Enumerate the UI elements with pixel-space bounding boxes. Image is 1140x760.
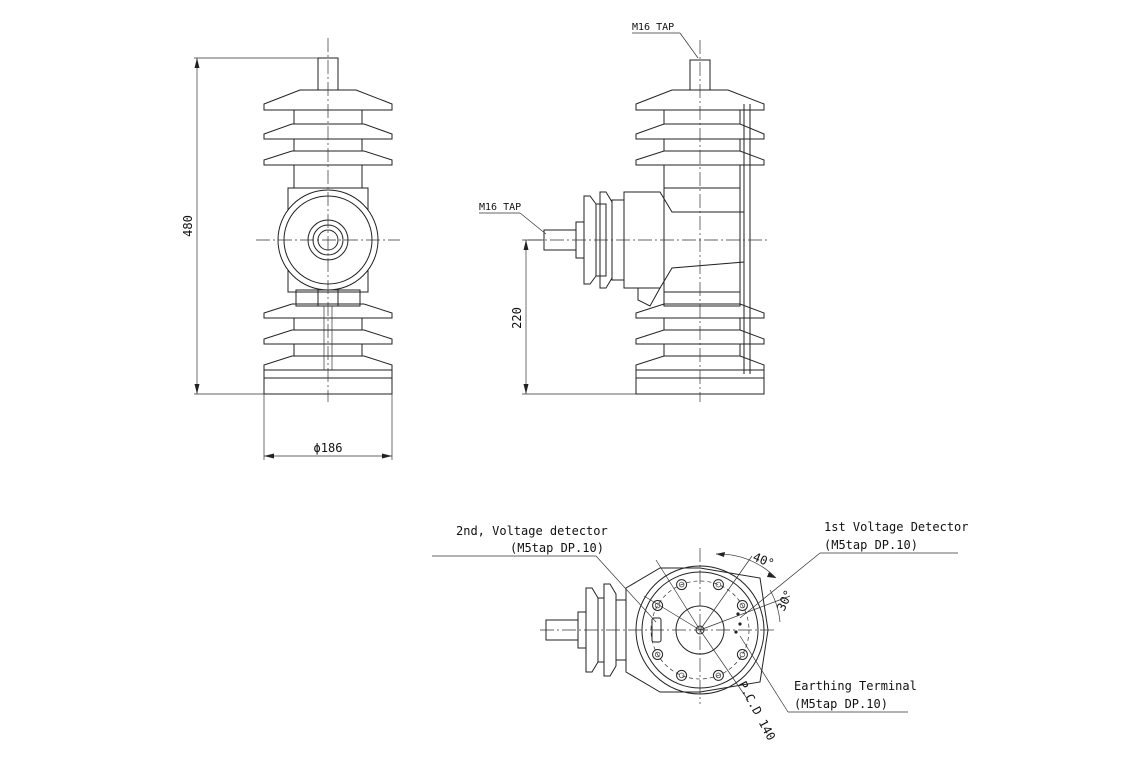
bolt-hole-thread [739, 602, 746, 609]
dim-side-220: 220 [510, 239, 636, 395]
detector-tap-point [738, 622, 742, 626]
angle-30-label: 30° [774, 588, 796, 614]
m16-tap-top-label: M16 TAP [632, 22, 674, 33]
first-detector-title: 1st Voltage Detector [824, 520, 969, 534]
dim-side-height-label: 220 [510, 307, 524, 329]
earthing-title: Earthing Terminal [794, 679, 917, 693]
bolt-hole-thread [715, 581, 722, 588]
bolt-hole-thread [678, 581, 685, 588]
bolt-hole-thread [715, 672, 722, 679]
side-view [528, 40, 770, 402]
bolt-hole-thread [678, 672, 685, 679]
detector-tap-point [734, 630, 738, 634]
pcd-label: P.C.D 140 [735, 679, 778, 743]
side-upper-sheds [635, 89, 765, 189]
bottom-body [625, 567, 769, 693]
bolt-hole-thread [654, 651, 661, 658]
m16-tap-side-label: M16 TAP [479, 202, 521, 213]
dim-height-label: 480 [181, 215, 195, 237]
bolt-hole [652, 649, 664, 660]
side-lower-sheds [635, 303, 765, 371]
m16-tap-top-callout: M16 TAP [632, 22, 699, 59]
angle-40-label: 40° [751, 550, 776, 571]
bolt-hole [736, 600, 748, 611]
detector-tap-point [736, 612, 740, 616]
bolt-hole [712, 669, 724, 681]
angle-annotations: 40° 30° [715, 550, 796, 623]
dim-height-480: 480 [181, 57, 318, 395]
bolt-hole [676, 669, 688, 681]
earthing-spec: (M5tap DP.10) [794, 697, 888, 711]
front-base [263, 369, 393, 395]
earthing-callout: Earthing Terminal (M5tap DP.10) [739, 635, 917, 713]
front-view [256, 38, 400, 402]
bolt-hole-thread [739, 651, 746, 658]
dim-diameter-label: ϕ186 [314, 441, 343, 455]
bolt-holes [652, 579, 748, 681]
m16-tap-side-callout: M16 TAP [479, 202, 547, 235]
first-detector-spec: (M5tap DP.10) [824, 538, 918, 552]
first-detector-callout: 1st Voltage Detector (M5tap DP.10) [739, 520, 969, 619]
bolt-hole [676, 579, 688, 591]
side-base [635, 369, 765, 395]
dim-diameter-186: ϕ186 [263, 394, 393, 460]
second-detector-callout: 2nd, Voltage detector (M5tap DP.10) [432, 524, 657, 623]
bottom-view [540, 548, 791, 704]
bolt-hole [712, 579, 724, 591]
second-detector-spec: (M5tap DP.10) [510, 541, 604, 555]
second-detector-title: 2nd, Voltage detector [456, 524, 608, 538]
bolt-hole [736, 649, 748, 660]
bolt-hole [652, 600, 664, 611]
